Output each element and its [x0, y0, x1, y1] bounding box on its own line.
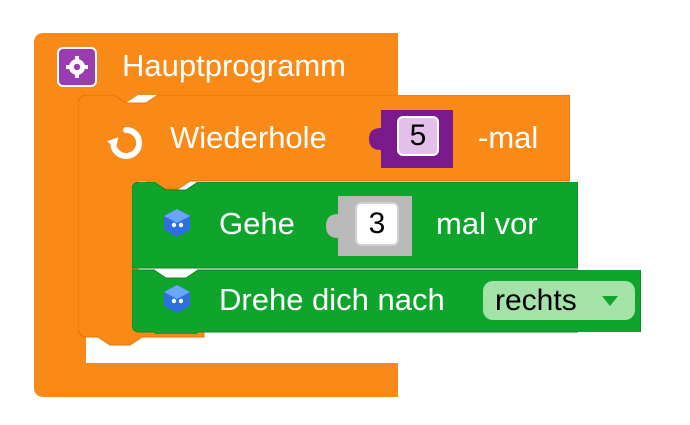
repeat-suffix: -mal [478, 120, 539, 155]
repeat-label: Wiederhole [170, 120, 327, 155]
move-label: Gehe [219, 206, 295, 241]
turn-label: Drehe dich nach [219, 282, 445, 317]
move-steps-value[interactable]: 3 [355, 202, 399, 246]
move-blocks-stack[interactable] [132, 182, 578, 334]
repeat-icon [106, 126, 143, 159]
direction-value: rechts [495, 284, 577, 317]
gear-icon[interactable] [57, 47, 97, 87]
chevron-down-icon [602, 296, 618, 306]
direction-dropdown[interactable]: rechts [483, 281, 635, 320]
main-program-title: Hauptprogramm [122, 48, 346, 83]
move-suffix: mal vor [436, 206, 538, 241]
robot-icon [164, 285, 190, 313]
repeat-count-value[interactable]: 5 [397, 116, 439, 156]
robot-icon [164, 209, 190, 237]
